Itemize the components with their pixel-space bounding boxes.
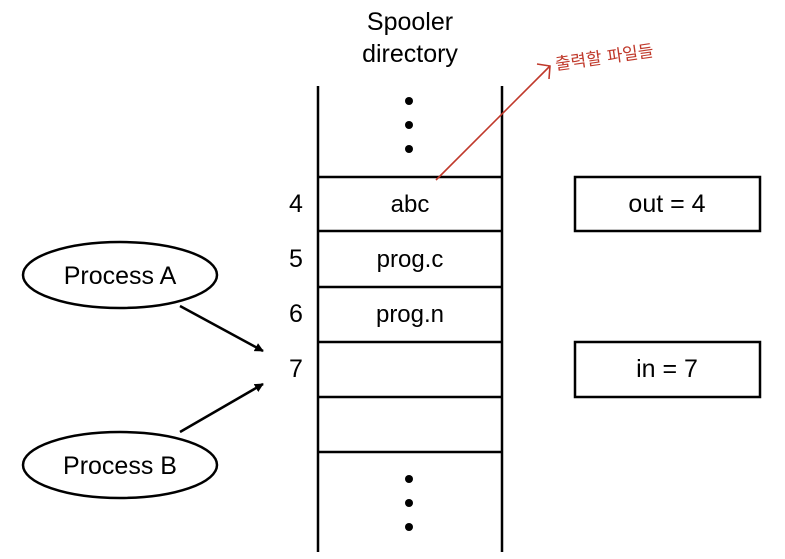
process-b-ellipse <box>21 430 219 500</box>
process-b-label: Process B <box>63 452 177 480</box>
process-a-ellipse <box>21 240 219 310</box>
annotation-arrowhead <box>536 63 551 80</box>
handwritten-annotation: 출력할 파일들 <box>435 41 655 181</box>
slot-index-4: 4 <box>289 190 303 218</box>
out-variable-box <box>573 175 762 233</box>
slot-content-6: prog.n <box>376 301 444 328</box>
process-a-arrow <box>179 304 264 353</box>
slot-content-4: abc <box>391 191 430 218</box>
spooler-title-line2: directory <box>362 40 458 68</box>
process-a-label: Process A <box>64 262 177 290</box>
out-variable-label: out = 4 <box>628 190 705 218</box>
in-variable-label: in = 7 <box>636 355 698 383</box>
slot-index-5: 5 <box>289 245 303 273</box>
spooler-title-line1: Spooler <box>367 8 453 36</box>
ellipsis-top <box>405 97 413 153</box>
annotation-text: 출력할 파일들 <box>554 41 655 75</box>
slot-index-6: 6 <box>289 300 303 328</box>
slot-index-7: 7 <box>289 355 303 383</box>
ellipsis-bottom <box>405 475 413 531</box>
in-variable-box <box>573 340 762 399</box>
annotation-pointer-line <box>435 65 551 181</box>
slot-content-5: prog.c <box>377 246 444 273</box>
process-b-arrow <box>179 382 264 434</box>
